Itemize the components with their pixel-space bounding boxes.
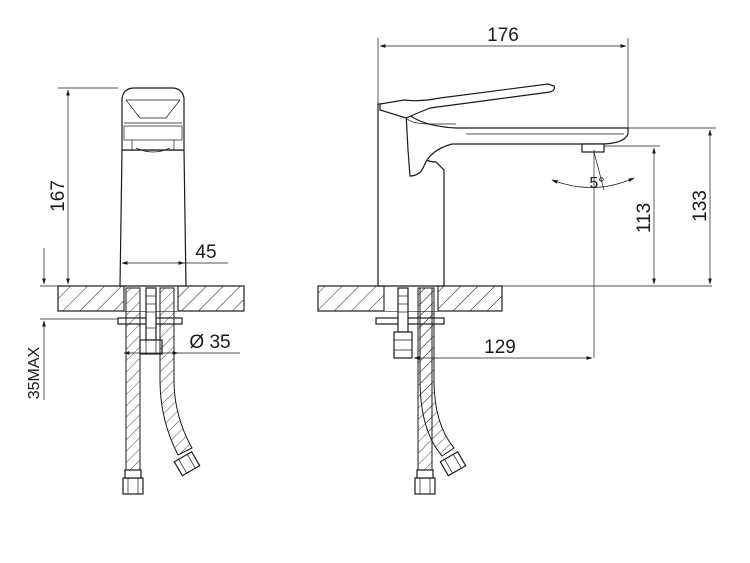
dim-113-label: 113 (634, 203, 655, 233)
side-faucet-lever (379, 83, 556, 119)
side-nut (393, 331, 413, 359)
side-mount-plate (375, 317, 445, 325)
dim-35max-label: 35MAX (26, 346, 43, 399)
dim-176-label: 176 (487, 25, 519, 46)
angle-5-label: 5° (589, 175, 604, 192)
dim-129-label: 129 (484, 337, 516, 358)
angle-arc (551, 177, 635, 188)
front-fitting-left (122, 477, 144, 495)
dim-35-label: Ø 35 (189, 332, 230, 353)
front-hose-left (125, 287, 141, 471)
front-hose-right (159, 287, 193, 456)
side-fitting-right (439, 450, 467, 477)
front-fitting-right (173, 450, 201, 477)
side-fitting-left (414, 477, 436, 495)
front-view: 167 45 Ø 35 35MAX (26, 87, 245, 495)
side-view: 176 5° 113 133 129 (317, 25, 716, 495)
front-faucet-handle (121, 87, 185, 151)
dim-133-label: 133 (690, 190, 711, 222)
dim-45-label: 45 (195, 242, 216, 263)
front-faucet-body (119, 149, 187, 287)
side-faucet-spout (405, 110, 629, 177)
side-aerator (581, 143, 605, 153)
dim-167-label: 167 (48, 180, 69, 212)
front-nut (139, 339, 163, 355)
side-hose-right (419, 287, 455, 457)
